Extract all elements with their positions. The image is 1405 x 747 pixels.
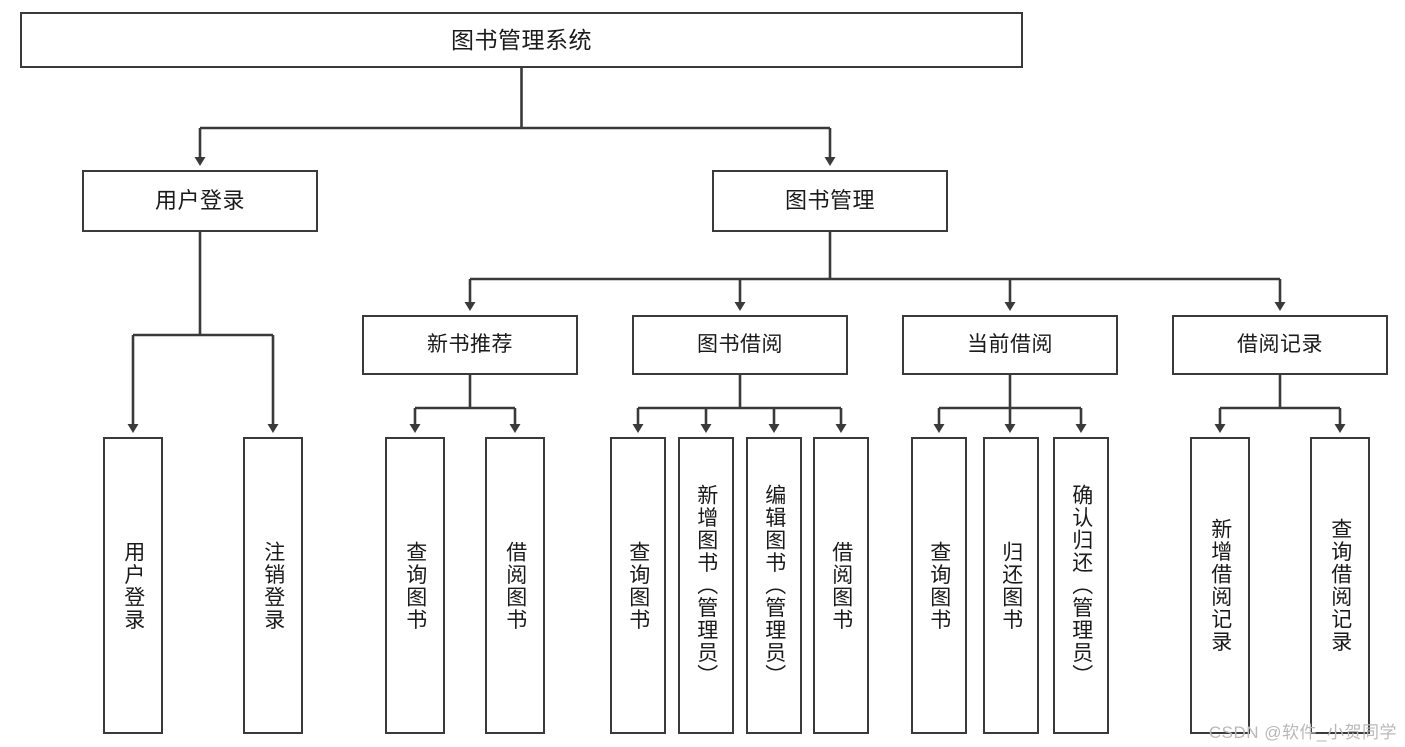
node-label: 新增图书（管理员） bbox=[694, 484, 718, 687]
node-leaf-edit-book[interactable]: 编辑图书（管理员） bbox=[746, 437, 802, 734]
node-label: 借阅图书 bbox=[503, 540, 527, 631]
node-label: 归还图书 bbox=[999, 540, 1023, 631]
node-label: 查询图书 bbox=[403, 540, 427, 631]
node-label: 当前借阅 bbox=[967, 332, 1053, 356]
node-label: 查询图书 bbox=[626, 540, 650, 631]
node-new-book-recommend[interactable]: 新书推荐 bbox=[362, 315, 578, 375]
node-label: 用户登录 bbox=[154, 188, 245, 214]
node-label: 借阅记录 bbox=[1237, 332, 1323, 356]
node-label: 新书推荐 bbox=[427, 332, 513, 356]
node-leaf-add-borrow-record[interactable]: 新增借阅记录 bbox=[1190, 437, 1250, 734]
node-label: 用户登录 bbox=[121, 540, 145, 631]
node-leaf-query-book-recommend[interactable]: 查询图书 bbox=[385, 437, 445, 734]
node-leaf-borrow-book[interactable]: 借阅图书 bbox=[813, 437, 869, 734]
node-leaf-add-book[interactable]: 新增图书（管理员） bbox=[678, 437, 734, 734]
node-book-manage[interactable]: 图书管理 bbox=[712, 170, 948, 232]
node-label: 图书借阅 bbox=[697, 332, 783, 356]
node-user-login[interactable]: 用户登录 bbox=[82, 170, 318, 232]
node-leaf-user-logout[interactable]: 注销登录 bbox=[243, 437, 303, 734]
node-borrow-record[interactable]: 借阅记录 bbox=[1172, 315, 1388, 375]
node-leaf-query-book-current[interactable]: 查询图书 bbox=[911, 437, 967, 734]
node-leaf-confirm-return[interactable]: 确认归还（管理员） bbox=[1053, 437, 1109, 734]
node-label: 查询借阅记录 bbox=[1328, 518, 1352, 653]
node-label: 查询图书 bbox=[927, 540, 951, 631]
node-label: 确认归还（管理员） bbox=[1069, 484, 1093, 687]
node-leaf-borrow-book-recommend[interactable]: 借阅图书 bbox=[485, 437, 545, 734]
node-leaf-query-book-borrow[interactable]: 查询图书 bbox=[610, 437, 666, 734]
node-current-borrow[interactable]: 当前借阅 bbox=[902, 315, 1118, 375]
node-label: 新增借阅记录 bbox=[1208, 518, 1232, 653]
watermark-text: CSDN @软件_小贺同学 bbox=[1208, 723, 1397, 742]
node-leaf-query-borrow-record[interactable]: 查询借阅记录 bbox=[1310, 437, 1370, 734]
node-label: 编辑图书（管理员） bbox=[762, 484, 786, 687]
node-label: 图书管理 bbox=[784, 188, 875, 214]
node-leaf-user-login[interactable]: 用户登录 bbox=[103, 437, 163, 734]
node-leaf-return-book[interactable]: 归还图书 bbox=[983, 437, 1039, 734]
node-label: 借阅图书 bbox=[829, 540, 853, 631]
node-root-system[interactable]: 图书管理系统 bbox=[20, 12, 1023, 68]
node-label: 注销登录 bbox=[261, 540, 285, 631]
node-label: 图书管理系统 bbox=[451, 26, 592, 53]
node-book-borrow[interactable]: 图书借阅 bbox=[632, 315, 848, 375]
